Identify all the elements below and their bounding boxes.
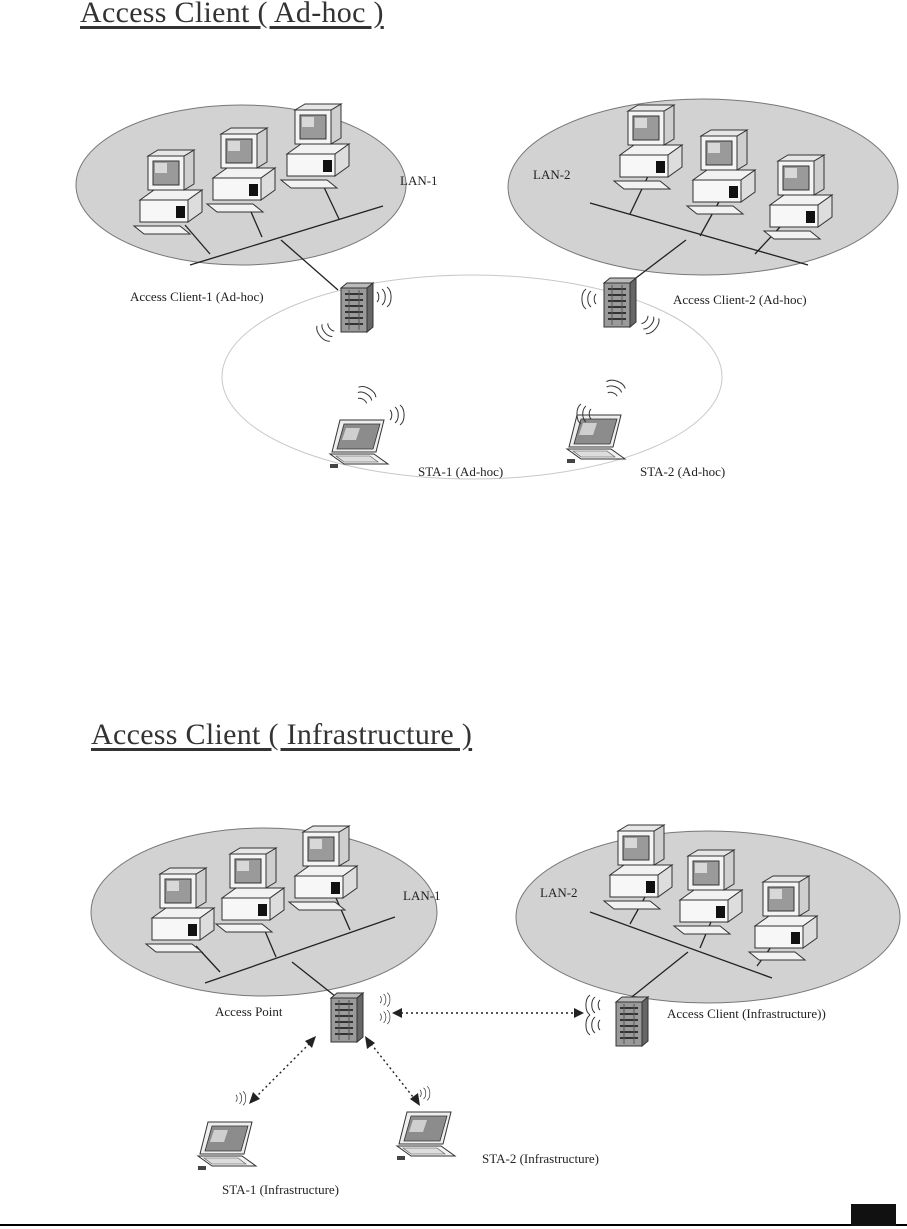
access-client-2-label: Access Client-2 (Ad-hoc) — [673, 292, 807, 308]
access-client-infra-device — [616, 997, 648, 1046]
sta1-laptop — [330, 420, 388, 468]
access-client-1-device — [341, 283, 373, 332]
ap-to-sta1-link — [253, 1040, 313, 1100]
access-client-1-label: Access Client-1 (Ad-hoc) — [130, 289, 264, 305]
lan2-label-2: LAN-2 — [540, 885, 578, 901]
access-point-device — [331, 993, 363, 1042]
sta1-infra-laptop — [198, 1122, 256, 1170]
infrastructure-diagram — [91, 825, 900, 1170]
access-point-label: Access Point — [215, 1004, 283, 1020]
sta2-label: STA-2 (Ad-hoc) — [640, 464, 725, 480]
page-number-tab — [851, 1204, 896, 1226]
lan1-label-2: LAN-1 — [403, 888, 441, 904]
infrastructure-title: Access Client ( Infrastructure ) — [91, 718, 472, 752]
adhoc-title: Access Client ( Ad-hoc ) — [80, 0, 384, 30]
sta1-infra-label: STA-1 (Infrastructure) — [222, 1182, 339, 1198]
lan1-label: LAN-1 — [400, 173, 438, 189]
wireless-zone — [222, 275, 722, 479]
access-client-infra-label: Access Client (Infrastructure)) — [667, 1006, 826, 1022]
footer-rule — [0, 1224, 907, 1226]
access-client-2-device — [604, 278, 636, 327]
sta2-laptop — [567, 415, 625, 463]
sta1-label: STA-1 (Ad-hoc) — [418, 464, 503, 480]
lan2-label: LAN-2 — [533, 167, 571, 183]
sta2-infra-label: STA-2 (Infrastructure) — [482, 1151, 599, 1167]
sta2-infra-laptop — [397, 1112, 455, 1160]
ap-to-sta2-link — [368, 1040, 417, 1102]
